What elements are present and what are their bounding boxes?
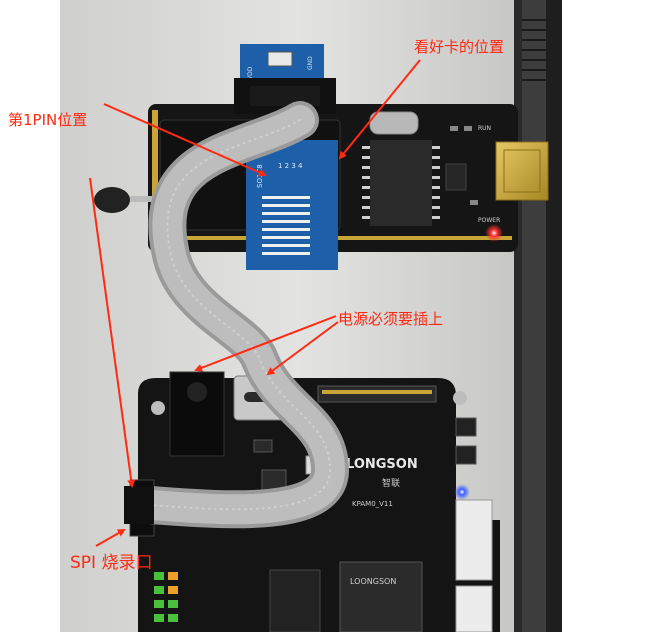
dev-board-model: KPAM0_V11: [352, 500, 393, 508]
crystal: [369, 111, 419, 135]
arrow-power-to-jack: [194, 315, 337, 372]
blue-led: [454, 484, 470, 500]
label-power-required: 电源必须要插上: [338, 310, 444, 328]
annotation-arrows: [89, 59, 421, 547]
arrow-spi-port: [95, 529, 126, 547]
power-marking: POWER: [478, 217, 500, 224]
label-spi-burn-port: SPI 烧录口: [70, 553, 153, 573]
zif-lever: [92, 187, 168, 213]
arrow-pin1-to-header: [89, 177, 136, 488]
vdd-marking: VDD: [247, 66, 254, 80]
clip-marking: SO1C8: [256, 164, 264, 188]
laptop-edge: [514, 0, 562, 632]
ribbon-cable: [124, 101, 350, 529]
dev-board-sub: 智联: [382, 477, 400, 489]
arrow-card-position: [338, 59, 421, 160]
run-marking: RUN: [478, 125, 491, 132]
loongson-chip: [339, 561, 423, 632]
label-card-position: 看好卡的位置: [414, 38, 505, 56]
chip-brand: LOONGSON: [350, 577, 396, 586]
pin-numbers: 1 2 3 4: [278, 162, 303, 170]
gnd-marking: GND: [307, 56, 314, 70]
ch341-chip: [370, 140, 432, 226]
usb-plug: [495, 141, 549, 201]
clip-adapter: VDD GND SO1C8 1 2 3 4: [234, 44, 338, 270]
arrow-power-to-usbc: [266, 321, 339, 376]
power-led: [485, 224, 503, 242]
dev-board-brand: LONGSON: [346, 457, 418, 472]
white-connector-lower: [455, 585, 493, 632]
arrow-pin1-to-clip: [103, 103, 267, 177]
white-connector-upper: [455, 499, 493, 581]
label-pin1-position: 第1PIN位置: [8, 111, 88, 129]
status-leds: [154, 572, 178, 622]
